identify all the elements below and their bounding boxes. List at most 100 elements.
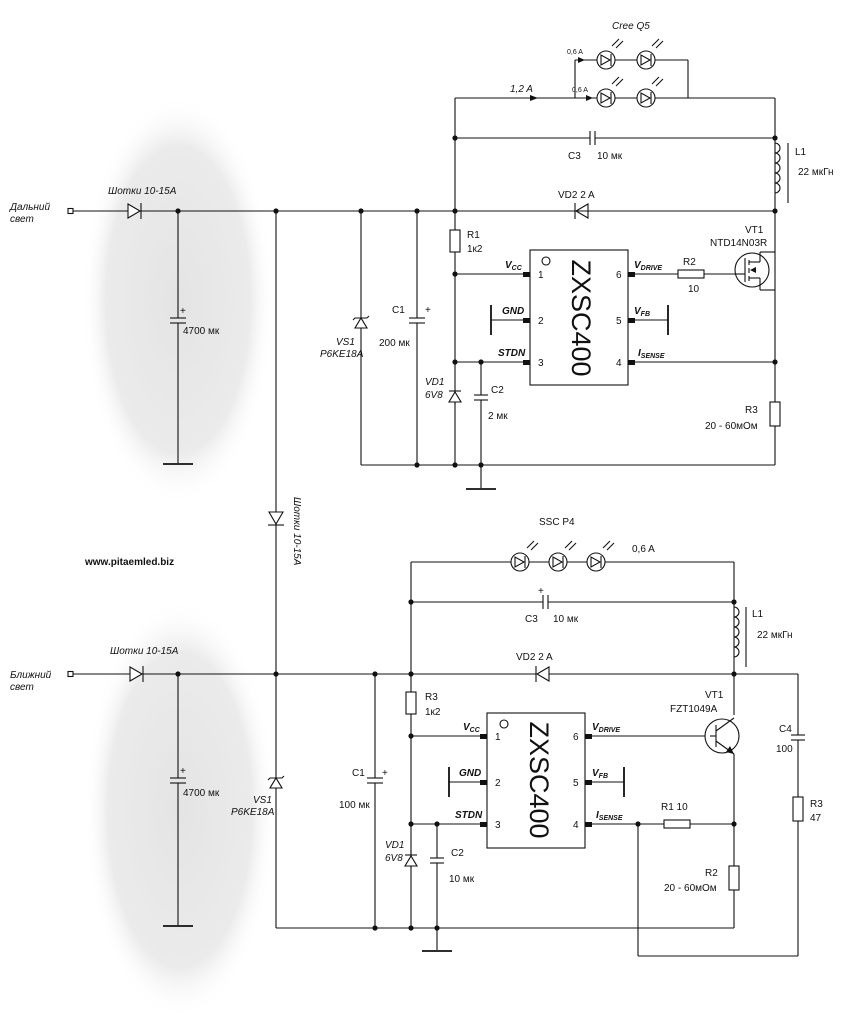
- top-ic-name: ZXSC400: [566, 259, 596, 376]
- bottom-c3: C3: [525, 614, 538, 625]
- bottom-c2-val: 10 мк: [449, 874, 475, 885]
- bottom-vd2: VD2 2 A: [516, 652, 553, 663]
- top-pin-vfb: VFB: [634, 306, 650, 318]
- bottom-r3b: R3: [810, 799, 823, 810]
- bottom-pin-n2: 2: [495, 778, 501, 789]
- bottom-c3-val: 10 мк: [553, 614, 579, 625]
- bottom-pin-isense: ISENSE: [596, 810, 623, 822]
- bottom-vs1-part: P6KE18A: [231, 807, 275, 818]
- bottom-vd1-val: 6V8: [385, 853, 403, 864]
- svg-text:+: +: [425, 305, 431, 316]
- top-r2-val: 10: [688, 284, 700, 295]
- bottom-c4-val: 100: [776, 744, 793, 755]
- top-vt1-part: NTD14N03R: [710, 238, 767, 249]
- bottom-r3b-val: 47: [810, 813, 822, 824]
- website: www.pitaemled.biz: [84, 557, 174, 568]
- top-pin-vcc: VCC: [505, 260, 523, 272]
- top-pin-n4: 4: [616, 358, 622, 369]
- top-l1-val: 22 мкГн: [798, 167, 834, 178]
- middle-schottky-label: Шотки 10-15A: [291, 497, 302, 566]
- top-vd1-val: 6V8: [425, 390, 443, 401]
- bottom-l1: L1: [752, 609, 764, 620]
- bottom-l1-val: 22 мкГн: [757, 630, 793, 641]
- shade-bottom: [84, 600, 276, 1013]
- bottom-pin-gnd: GND: [459, 768, 481, 779]
- top-pin-n1: 1: [538, 270, 544, 281]
- top-circuit: ZXSC400: [67, 38, 789, 672]
- svg-text:+: +: [180, 766, 186, 777]
- bottom-pin-stdn: STDN: [455, 810, 483, 821]
- top-vd1: VD1: [425, 377, 444, 388]
- top-r3-val: 20 - 60мОм: [705, 421, 758, 432]
- top-pin-gnd: GND: [502, 306, 524, 317]
- svg-text:+: +: [180, 306, 186, 317]
- bottom-schottky-label: Шотки 10-15A: [110, 646, 179, 657]
- top-schottky-label: Шотки 10-15A: [108, 186, 177, 197]
- top-current-total: 1,2 A: [510, 84, 533, 95]
- top-c3-val: 10 мк: [597, 151, 623, 162]
- bottom-cap-big-label: 4700 мк: [183, 788, 220, 799]
- bottom-pin-n1: 1: [495, 732, 501, 743]
- bottom-r1: R1 10: [661, 802, 688, 813]
- bottom-vs1: VS1: [253, 795, 272, 806]
- bottom-c1: C1: [352, 768, 365, 779]
- top-led-row-2: [596, 88, 656, 108]
- near-light-label-1: Ближний: [10, 670, 52, 681]
- top-vd2: VD2 2 A: [558, 190, 595, 201]
- top-pin-n6: 6: [616, 270, 622, 281]
- top-pin-n5: 5: [616, 316, 622, 327]
- bottom-pin-vdrive: VDRIVE: [592, 722, 620, 734]
- top-input-diode: [127, 203, 142, 219]
- bottom-pin-n5: 5: [573, 778, 579, 789]
- top-pin-stdn: STDN: [498, 348, 526, 359]
- bottom-c1-val: 100 мк: [339, 800, 370, 811]
- top-vs1: VS1: [336, 337, 355, 348]
- top-r1-val: 1к2: [467, 244, 483, 255]
- top-c1-val: 200 мк: [379, 338, 410, 349]
- top-pin-n3: 3: [538, 358, 544, 369]
- bottom-r3-val: 1к2: [425, 707, 441, 718]
- top-c3: C3: [568, 151, 581, 162]
- top-pin-isense: ISENSE: [638, 348, 665, 360]
- top-r3: R3: [745, 405, 758, 416]
- bottom-r2: R2: [705, 868, 718, 879]
- top-r1: R1: [467, 230, 480, 241]
- top-c2: C2: [491, 385, 504, 396]
- bottom-pin-n3: 3: [495, 820, 501, 831]
- bottom-ic-name: ZXSC400: [524, 721, 554, 838]
- top-led-label: Cree Q5: [612, 21, 650, 32]
- bottom-r2-val: 20 - 60мОм: [664, 883, 717, 894]
- svg-text:+: +: [538, 586, 544, 597]
- bottom-pin-vfb: VFB: [592, 768, 608, 780]
- top-pin-n2: 2: [538, 316, 544, 327]
- svg-text:+: +: [382, 768, 388, 779]
- top-c1: C1: [392, 305, 405, 316]
- top-pin-vdrive: VDRIVE: [634, 260, 662, 272]
- top-branch-a: 0,6 A: [567, 49, 583, 56]
- bottom-pin-n6: 6: [573, 732, 579, 743]
- bottom-led-label: SSC P4: [539, 517, 575, 528]
- bottom-pin-vcc: VCC: [463, 722, 481, 734]
- bottom-vt1: VT1: [705, 690, 724, 701]
- bottom-current: 0,6 A: [632, 544, 655, 555]
- bottom-c4: C4: [779, 724, 792, 735]
- far-light-label-1: Дальний: [9, 202, 50, 213]
- top-l1: L1: [795, 147, 807, 158]
- top-c2-val: 2 мк: [488, 411, 508, 422]
- top-r2: R2: [683, 257, 696, 268]
- bottom-circuit: ZXSC400: [67, 540, 805, 957]
- top-led-row-1: [596, 50, 656, 70]
- bottom-vt1-part: FZT1049A: [670, 704, 718, 715]
- bottom-led-row: [510, 540, 615, 572]
- bottom-vd1: VD1: [385, 840, 404, 851]
- top-branch-b: 0,6 A: [572, 87, 588, 94]
- bottom-r3: R3: [425, 692, 438, 703]
- bottom-pin-n4: 4: [573, 820, 579, 831]
- top-vs1-part: P6KE18A: [320, 349, 364, 360]
- near-light-label-2: свет: [10, 682, 34, 693]
- top-cap-big-label: 4700 мк: [183, 326, 220, 337]
- far-light-label-2: свет: [10, 214, 34, 225]
- top-vt1: VT1: [745, 225, 764, 236]
- bottom-c2: C2: [451, 848, 464, 859]
